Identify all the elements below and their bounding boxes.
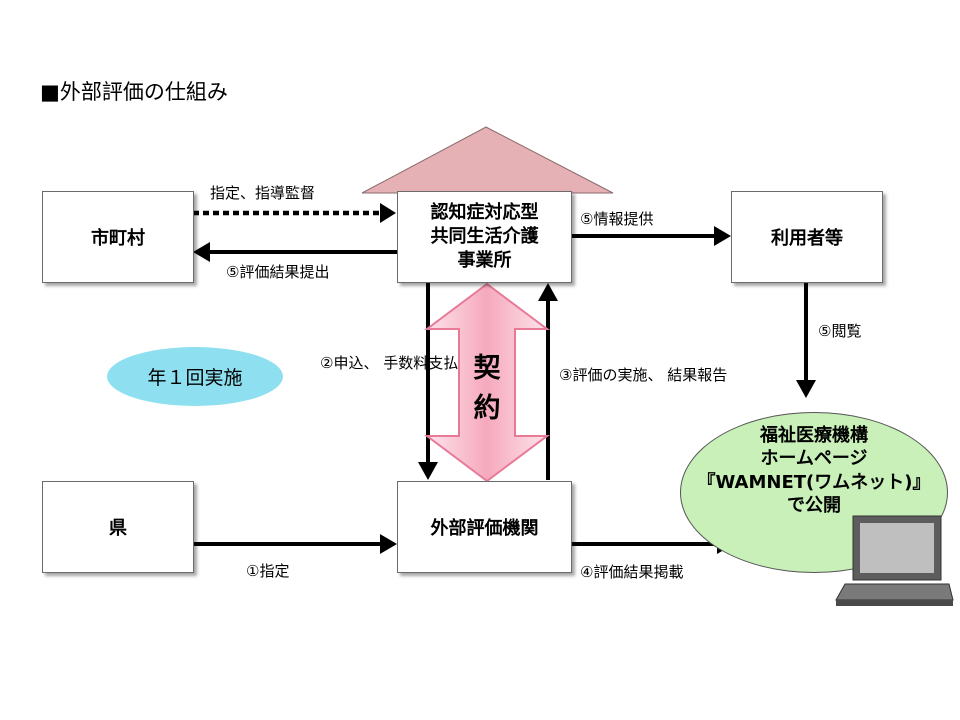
label-publish-results: ④評価結果掲載 — [580, 563, 684, 581]
arrow-info-provision-head — [714, 226, 731, 246]
arrow-designation-head — [380, 534, 397, 554]
arrow-evaluation-report-head — [538, 283, 558, 301]
arrow-application-head — [418, 462, 438, 480]
label-info-provision: ⑤情報提供 — [580, 210, 654, 228]
arrow-browse-head — [796, 380, 816, 398]
contract-label: 契 約 — [473, 353, 501, 424]
annual-badge: 年１回実施 — [107, 347, 283, 406]
wamnet-text: 福祉医療機構 ホームページ 『WAMNET(ワムネット)』 で公開 — [697, 425, 931, 517]
label-browse: ⑤閲覧 — [818, 322, 862, 340]
box-prefecture: 県 — [42, 481, 194, 573]
box-care-facility: 認知症対応型 共同生活介護 事業所 — [397, 191, 572, 283]
arrow-submit-results-head — [193, 242, 210, 262]
label-designation: ①指定 — [246, 562, 290, 580]
label-submit-results: ⑤評価結果提出 — [226, 263, 330, 281]
box-municipality: 市町村 — [42, 191, 194, 283]
box-evaluation-agency: 外部評価機関 — [397, 481, 572, 573]
arrow-designation-guidance-head — [380, 203, 396, 223]
label-designation-guidance: 指定、指導監督 — [210, 184, 316, 202]
label-application-fee: ②申込、 手数料支払 — [320, 354, 459, 372]
page-title: ■外部評価の仕組み — [40, 80, 228, 104]
label-evaluation-report: ③評価の実施、 結果報告 — [559, 366, 728, 384]
laptop-icon — [835, 515, 954, 606]
facility-roof — [361, 126, 614, 194]
box-users: 利用者等 — [731, 191, 883, 283]
